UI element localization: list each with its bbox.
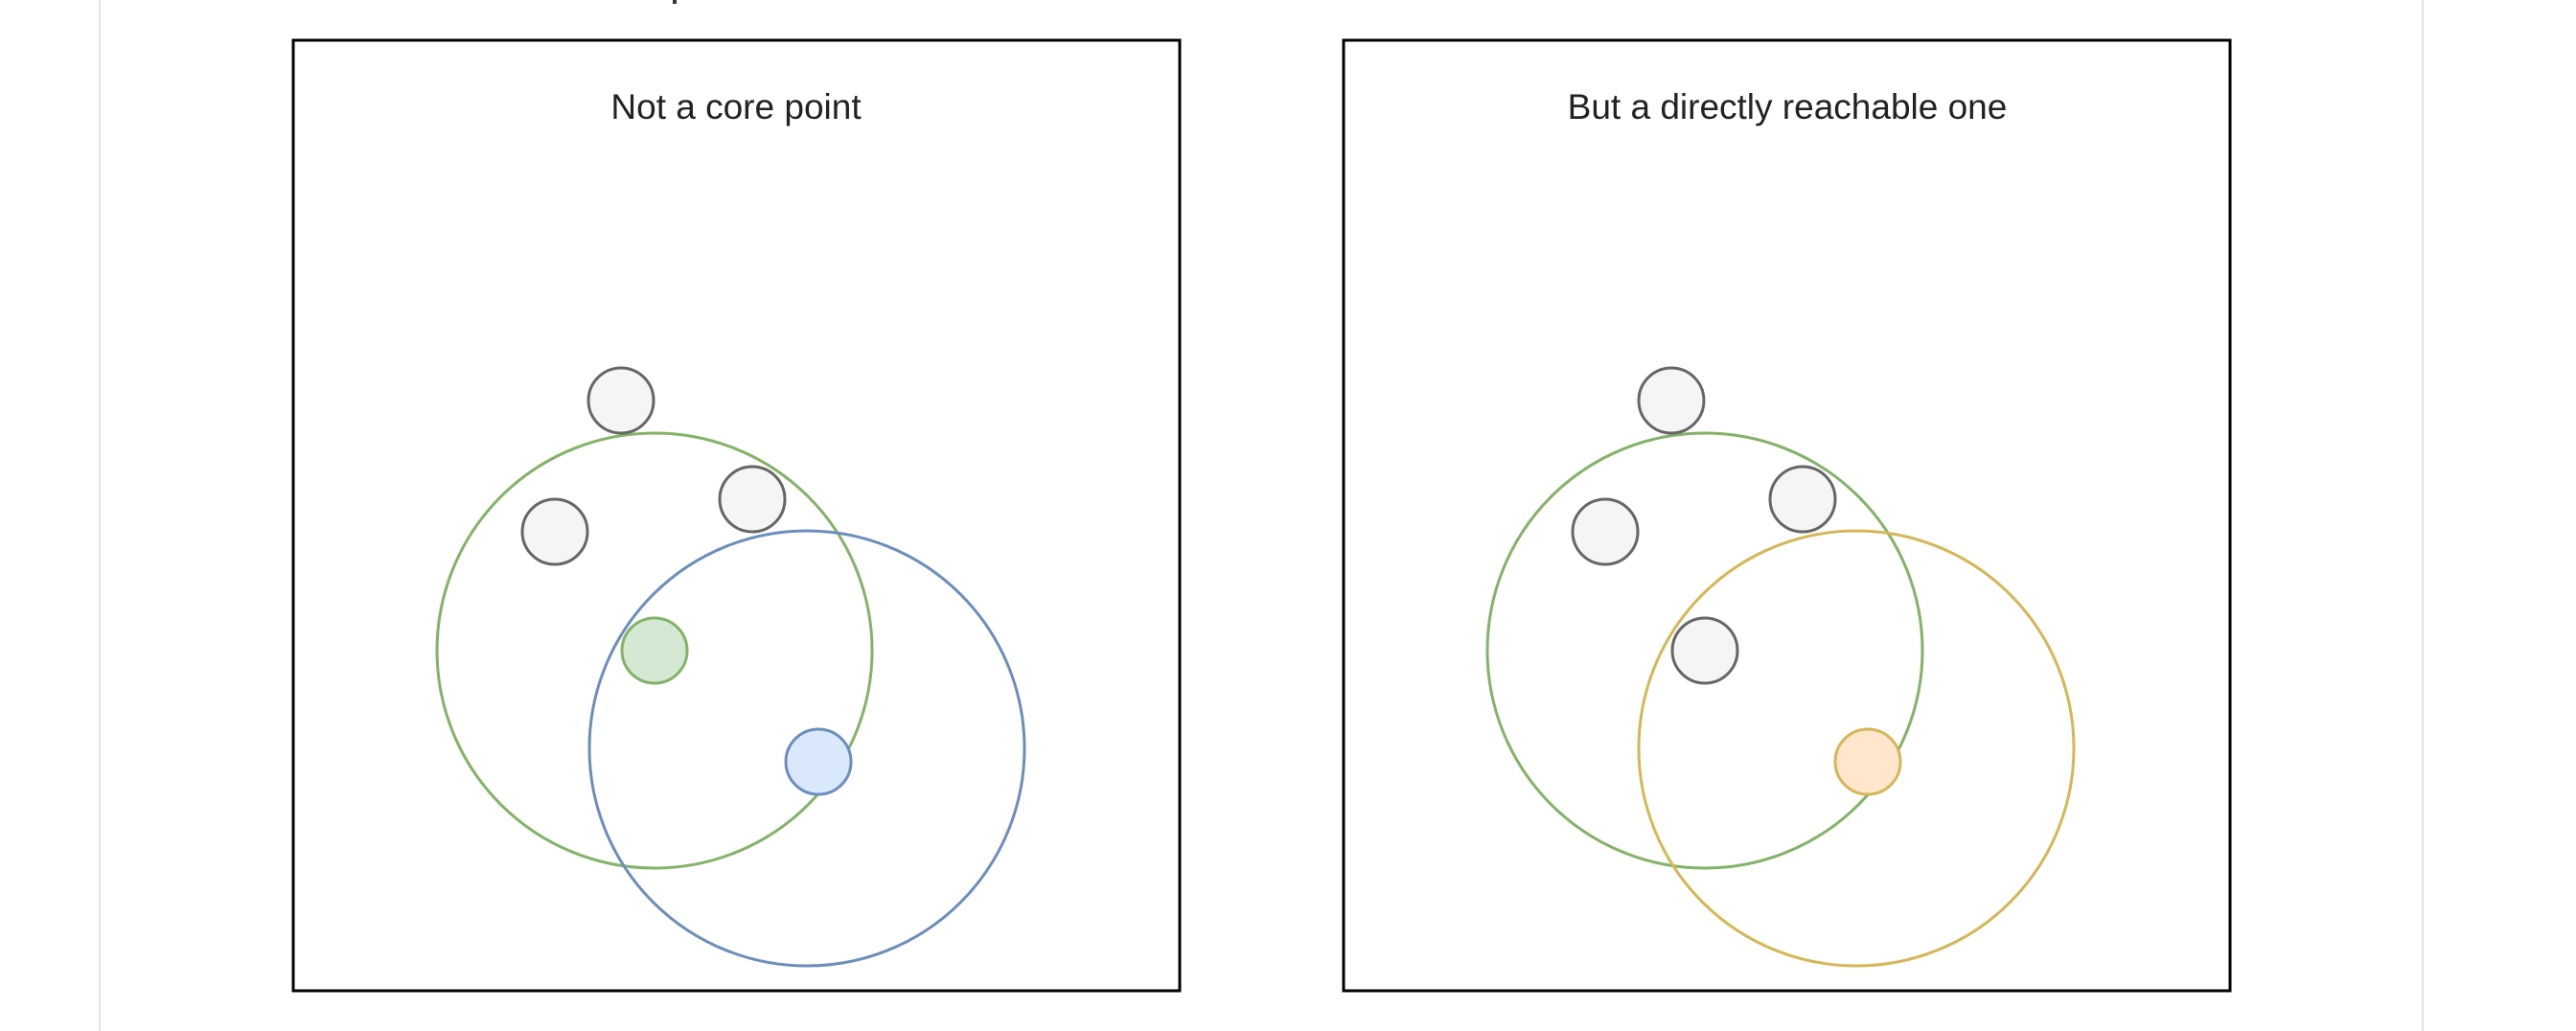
green-point [620,616,689,685]
panel-directly-reachable: But a directly reachable one [1342,38,2232,993]
neighbor-point [1637,366,1706,435]
neighbor-point [1670,616,1739,685]
cropped-text-fragment [673,0,677,4]
neighbor-point [520,497,589,566]
orange-point [1833,727,1902,796]
neighbor-point [1571,497,1640,566]
neighbor-point [1768,465,1837,534]
page-left-border [99,0,101,1031]
epsilon-neighborhood-blue [587,529,1026,968]
neighbor-point [586,366,656,435]
panel-title: But a directly reachable one [1568,87,2008,126]
epsilon-neighborhood-green [1485,431,1924,870]
neighbor-point [718,465,787,534]
epsilon-neighborhood-orange [1637,529,2076,968]
panel-not-core-point: Not a core point [291,38,1182,993]
panel-title: Not a core point [610,87,862,126]
blue-point [784,727,853,796]
page-right-border [2422,0,2424,1031]
epsilon-neighborhood-green [435,431,874,870]
